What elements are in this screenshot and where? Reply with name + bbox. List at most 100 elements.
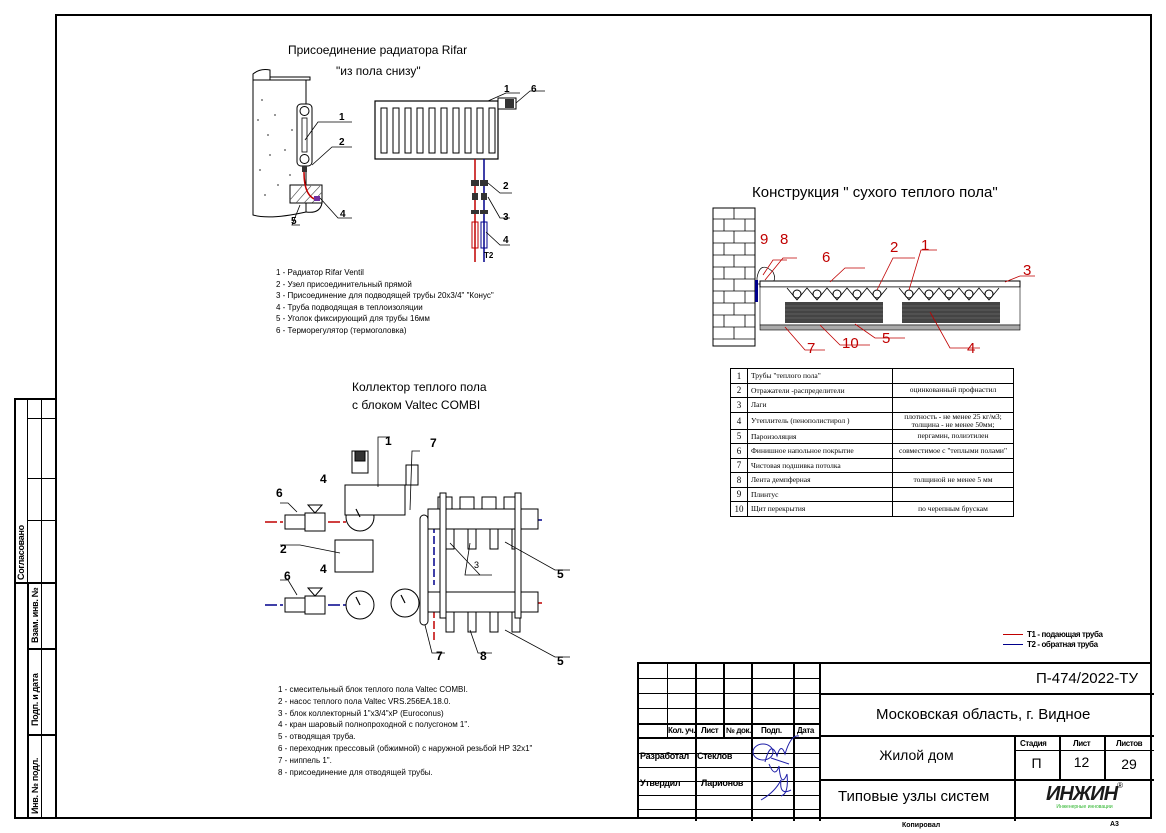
tb-project-code: П-474/2022-ТУ	[1035, 670, 1138, 687]
radiator-legend-item: 1 - Радиатор Rifar Ventil	[276, 268, 364, 277]
spec-cell-name: Утеплитель (пенополистирол )	[747, 411, 893, 430]
side-stamp-inv-orig: Инв. № подл.	[30, 757, 40, 814]
tb-name-developer: Стеклов	[697, 751, 733, 761]
radiator-legend: 1 - Радиатор Rifar Ventil 2 - Узел присо…	[276, 267, 494, 336]
collector-legend-item: 1 - смесительный блок теплого пола Valte…	[278, 685, 468, 694]
side-stamp-replaces-inv: Взам. инв. №	[30, 587, 40, 643]
collector-title-line1: Коллектор теплого пола	[352, 380, 487, 394]
spec-cell-note	[892, 486, 1014, 502]
radiator-front-callout-1: 1	[504, 84, 510, 95]
floor-callout-10: 10	[842, 335, 859, 352]
spec-cell-note: по черепным брускам	[892, 501, 1014, 517]
logo-registered-mark: ®	[1117, 781, 1124, 790]
radiator-callout-1: 1	[339, 112, 345, 123]
spec-cell-note: пергамин, полиэтилен	[892, 428, 1014, 444]
collector-drawing: 1 7 4 6 2 4 6 3 5 7 8 5	[265, 434, 570, 668]
collector-callout-2: 2	[280, 542, 287, 556]
collector-callout-4-mid: 4	[320, 562, 327, 576]
radiator-callout-4: 4	[340, 209, 346, 220]
collector-legend: 1 - смесительный блок теплого пола Valte…	[278, 684, 532, 778]
pipe-legend-t1: Т1 - подающая труба	[1003, 630, 1103, 640]
radiator-legend-item: 5 - Уголок фиксирующий для трубы 16мм	[276, 314, 430, 323]
spec-cell-note: плотность - не менее 25 кг/м3; толщина -…	[892, 411, 1014, 430]
tb-header-kol-uch: Кол. уч.	[668, 726, 696, 735]
spec-cell-note	[892, 397, 1014, 413]
collector-callout-8: 8	[480, 649, 487, 663]
signature	[752, 735, 800, 801]
radiator-drawing: 1 2 4 5 1 6 2 3 4 Т2	[252, 69, 545, 262]
spec-cell-note	[892, 457, 1014, 473]
side-stamp-sign-date: Подп. и дата	[30, 673, 40, 726]
radiator-legend-item: 4 - Труба подводящая в теплоизоляции	[276, 302, 423, 312]
spec-cell-name: Лента демпферная	[747, 472, 893, 488]
tb-stage-label: Стадия	[1020, 739, 1047, 748]
collector-callout-7-bottom: 7	[436, 649, 443, 663]
tb-sheet-title: Типовые узлы систем	[838, 788, 990, 805]
company-logo: ИНЖИН® Инженерные инновации	[1015, 781, 1154, 821]
collector-legend-item: 8 - присоединение для отводящей трубы.	[278, 767, 433, 777]
radiator-front-callout-4: 4	[503, 235, 509, 246]
collector-legend-item: 4 - кран шаровый полнопроходной с полусг…	[278, 720, 470, 730]
collector-callout-7-top: 7	[430, 436, 437, 450]
spec-cell-n: 3	[730, 397, 748, 413]
tb-sheet: 12	[1073, 754, 1090, 770]
title-block: Кол. уч. Лист № док. Подп. Дата Разработ…	[637, 662, 1154, 821]
spec-cell-n: 7	[730, 457, 748, 473]
radiator-front-callout-2: 2	[503, 181, 509, 192]
floor-callout-8: 8	[780, 231, 788, 248]
tb-header-no-doc: № док.	[726, 726, 751, 735]
floor-callout-9: 9	[760, 231, 768, 248]
spec-cell-note: оцинкованный профнастил	[892, 382, 1014, 398]
radiator-front-callout-6: 6	[531, 84, 537, 95]
spec-cell-name: Финишное напольное покрытие	[747, 443, 893, 459]
collector-callout-5-top: 5	[557, 567, 564, 581]
floor-drawing: 9 8 6 2 1 3 7 10 5 4	[712, 207, 1035, 357]
spec-cell-name: Щит перекрытия	[747, 501, 893, 517]
tb-name-approver: Ларионов	[701, 778, 744, 788]
tb-role-developer: Разработал	[640, 751, 689, 761]
tb-sheets: 29	[1121, 756, 1137, 772]
collector-legend-item: 7 - ниппель 1".	[278, 755, 332, 765]
tb-sheet-label: Лист	[1073, 739, 1091, 748]
radiator-legend-item: 2 - Узел присоединительный прямой	[276, 279, 412, 289]
pipe-legend-t2: Т2 - обратная труба	[1003, 640, 1103, 650]
floor-callout-2: 2	[890, 239, 898, 256]
tb-location: Московская область, г. Видное	[876, 706, 1091, 723]
collector-legend-item: 2 - насос теплого пола Valtec VRS.256EA.…	[278, 696, 451, 706]
floor-callout-4: 4	[967, 340, 975, 357]
tb-header-list: Лист	[701, 726, 719, 735]
tb-object: Жилой дом	[879, 747, 954, 763]
spec-cell-n: 9	[730, 486, 748, 502]
tb-sheets-label: Листов	[1116, 739, 1143, 748]
spec-cell-n: 1	[730, 368, 748, 384]
radiator-title-line2: "из пола снизу"	[336, 64, 421, 78]
radiator-front-callout-3: 3	[503, 212, 509, 223]
tb-header-podp: Подп.	[761, 726, 782, 735]
collector-callout-3: 3	[474, 560, 479, 570]
sheet-format: А3	[1110, 821, 1119, 828]
collector-callout-6-bottom: 6	[284, 569, 291, 583]
spec-cell-name: Плинтус	[747, 486, 893, 502]
radiator-pipe-t2-label: Т2	[484, 251, 494, 260]
logo-subtitle: Инженерные инновации	[1056, 804, 1113, 810]
spec-cell-name: Лаги	[747, 397, 893, 413]
spec-cell-name: Пароизоляция	[747, 428, 893, 444]
spec-cell-n: 5	[730, 428, 748, 444]
floor-callout-5: 5	[882, 330, 890, 347]
collector-legend-item: 6 - переходник прессовый (обжимной) с на…	[278, 743, 533, 753]
tb-header-data: Дата	[797, 726, 814, 735]
spec-cell-note	[892, 368, 1014, 384]
pipe-legend: Т1 - подающая труба Т2 - обратная труба	[1003, 630, 1103, 650]
spec-cell-name: Трубы "теплого пола"	[747, 368, 893, 384]
spec-cell-name: Чистовая подшивка потолка	[747, 457, 893, 473]
spec-cell-name: Отражатели -распределители	[747, 382, 893, 398]
collector-legend-item: 5 - отводящая труба.	[278, 732, 356, 742]
spec-cell-n: 8	[730, 472, 748, 488]
